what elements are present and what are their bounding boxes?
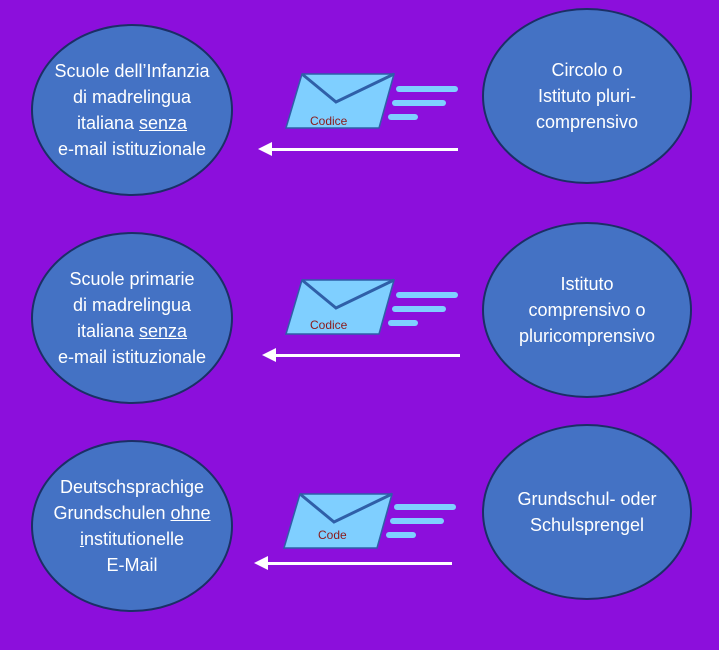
arrow-head: [262, 348, 276, 362]
sender-circle: Istituto comprensivo o pluricomprensivo: [482, 222, 692, 398]
arrow-left-icon: [270, 148, 458, 151]
recipient-line: italiana senza: [54, 110, 209, 136]
recipient-text: Grundschulen: [53, 503, 171, 523]
recipient-line: Scuole primarie: [69, 269, 195, 289]
arrow-head: [258, 142, 272, 156]
envelope-icon: [282, 492, 393, 549]
envelope-label: Code: [318, 528, 347, 542]
sender-circle: Grundschul- oder Schulsprengel: [482, 424, 692, 600]
recipient-line: institutionelle: [53, 526, 210, 552]
sender-line: Istituto: [560, 274, 614, 294]
flow-row-1: Scuole dell’Infanzia di madrelingua ital…: [0, 8, 719, 234]
motion-line: [392, 306, 446, 312]
motion-line: [388, 320, 418, 326]
recipient-line: di madrelingua: [72, 295, 192, 315]
sender-line: comprensivo o: [528, 300, 646, 320]
arrow-left-icon: [266, 562, 452, 565]
motion-line: [396, 292, 458, 298]
motion-line: [390, 518, 444, 524]
flow-row-3: Deutschsprachige Grundschulen ohne insti…: [0, 424, 719, 650]
recipient-line: italiana senza: [58, 318, 206, 344]
envelope-icon: [284, 72, 395, 129]
motion-line: [386, 532, 416, 538]
envelope-label: Codice: [310, 318, 348, 332]
arrow-left-icon: [274, 354, 460, 357]
motion-line: [396, 86, 458, 92]
motion-line: [392, 100, 446, 106]
sender-line: pluricomprensivo: [518, 326, 656, 346]
sender-line: comprensivo: [535, 112, 639, 132]
recipient-line: Deutschsprachige: [59, 477, 205, 497]
recipient-circle: Deutschsprachige Grundschulen ohne insti…: [31, 440, 233, 612]
motion-line: [388, 114, 418, 120]
recipient-line: e-mail istituzionale: [57, 139, 207, 159]
sender-line: Schulsprengel: [529, 515, 645, 535]
flow-row-2: Scuole primarie di madrelingua italiana …: [0, 222, 719, 442]
recipient-line: Scuole dell’Infanzia: [54, 61, 210, 81]
recipient-line: e-mail istituzionale: [57, 347, 207, 367]
recipient-line: E-Mail: [106, 555, 158, 575]
motion-line: [394, 504, 456, 510]
sender-line: Grundschul- oder: [517, 489, 657, 509]
underlined-word: senza: [139, 321, 188, 341]
underlined-letter: i: [79, 529, 84, 549]
recipient-line: Grundschulen ohne: [53, 500, 210, 526]
envelope-label: Codice: [310, 114, 348, 128]
sender-line: Circolo o: [551, 60, 623, 80]
sender-line: Istituto pluri-: [537, 86, 637, 106]
sender-circle: Circolo o Istituto pluri- comprensivo: [482, 8, 692, 184]
underlined-word: ohne: [170, 503, 211, 523]
underlined-word: senza: [138, 113, 188, 133]
recipient-text: italiana: [76, 321, 139, 341]
recipient-text: italiana: [76, 113, 139, 133]
arrow-head: [254, 556, 268, 570]
recipient-circle: Scuole dell’Infanzia di madrelingua ital…: [31, 24, 233, 196]
recipient-text: nstitutionelle: [83, 529, 185, 549]
envelope-icon: [284, 278, 395, 335]
recipient-line: di madrelingua: [72, 87, 192, 107]
recipient-circle: Scuole primarie di madrelingua italiana …: [31, 232, 233, 404]
